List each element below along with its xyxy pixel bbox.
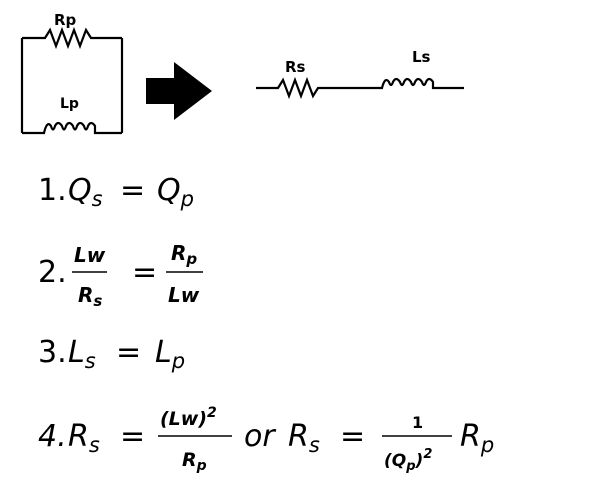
eq4-lhs2: Rs xyxy=(288,419,320,457)
eq4-tail: Rp xyxy=(460,419,494,457)
eq4-frac1-numerator: (Lw)2 xyxy=(160,405,217,430)
eq2-lhs-denominator: Rs xyxy=(78,283,102,310)
eq2-number: 2. xyxy=(38,255,67,290)
eq4-equals: = xyxy=(120,419,145,454)
series-inductor xyxy=(368,77,464,90)
eq3-rhs: Lp xyxy=(155,335,185,373)
eq4-frac2-numerator: 1 xyxy=(412,413,423,432)
series-inductor-label: Ls xyxy=(412,48,431,66)
parallel-rl-circuit xyxy=(20,26,124,135)
series-resistor-label: Rs xyxy=(285,58,306,76)
eq2-lhs-numerator: Lw xyxy=(74,243,106,267)
right-arrow-icon xyxy=(146,62,212,120)
eq2-rhs-numerator: Rp xyxy=(171,241,197,268)
equation-1: 1. Qs = Qp xyxy=(38,173,194,211)
eq4-lhs: Rs xyxy=(68,419,100,457)
eq4-equals-2: = xyxy=(340,419,365,454)
eq3-lhs: Ls xyxy=(68,335,96,373)
eq4-or: or xyxy=(244,419,276,454)
eq1-number: 1. xyxy=(38,173,67,208)
eq4-frac2-denominator: (Qp)2 xyxy=(384,447,432,474)
equation-2: 2. Lw Rs = Rp Lw xyxy=(38,241,203,310)
eq3-equals: = xyxy=(116,335,141,370)
eq1-rhs: Qp xyxy=(157,173,194,211)
eq1-equals: = xyxy=(120,173,145,208)
series-resistor xyxy=(256,76,368,100)
parallel-resistor xyxy=(22,26,122,50)
parallel-resistor-label: Rp xyxy=(54,11,77,29)
eq2-equals: = xyxy=(132,255,157,290)
parallel-inductor xyxy=(22,121,122,135)
eq3-number: 3. xyxy=(38,335,67,370)
equation-4: 4. Rs = (Lw)2 Rp or Rs = 1 (Qp)2 Rp xyxy=(38,405,494,474)
parallel-inductor-label: Lp xyxy=(60,96,79,112)
equation-3: 3. Ls = Lp xyxy=(38,335,185,373)
eq1-lhs: Qs xyxy=(68,173,103,211)
series-rl-circuit xyxy=(256,76,464,100)
eq4-number: 4. xyxy=(38,419,67,454)
eq2-rhs-denominator: Lw xyxy=(168,283,200,307)
eq4-frac1-denominator: Rp xyxy=(182,449,207,474)
